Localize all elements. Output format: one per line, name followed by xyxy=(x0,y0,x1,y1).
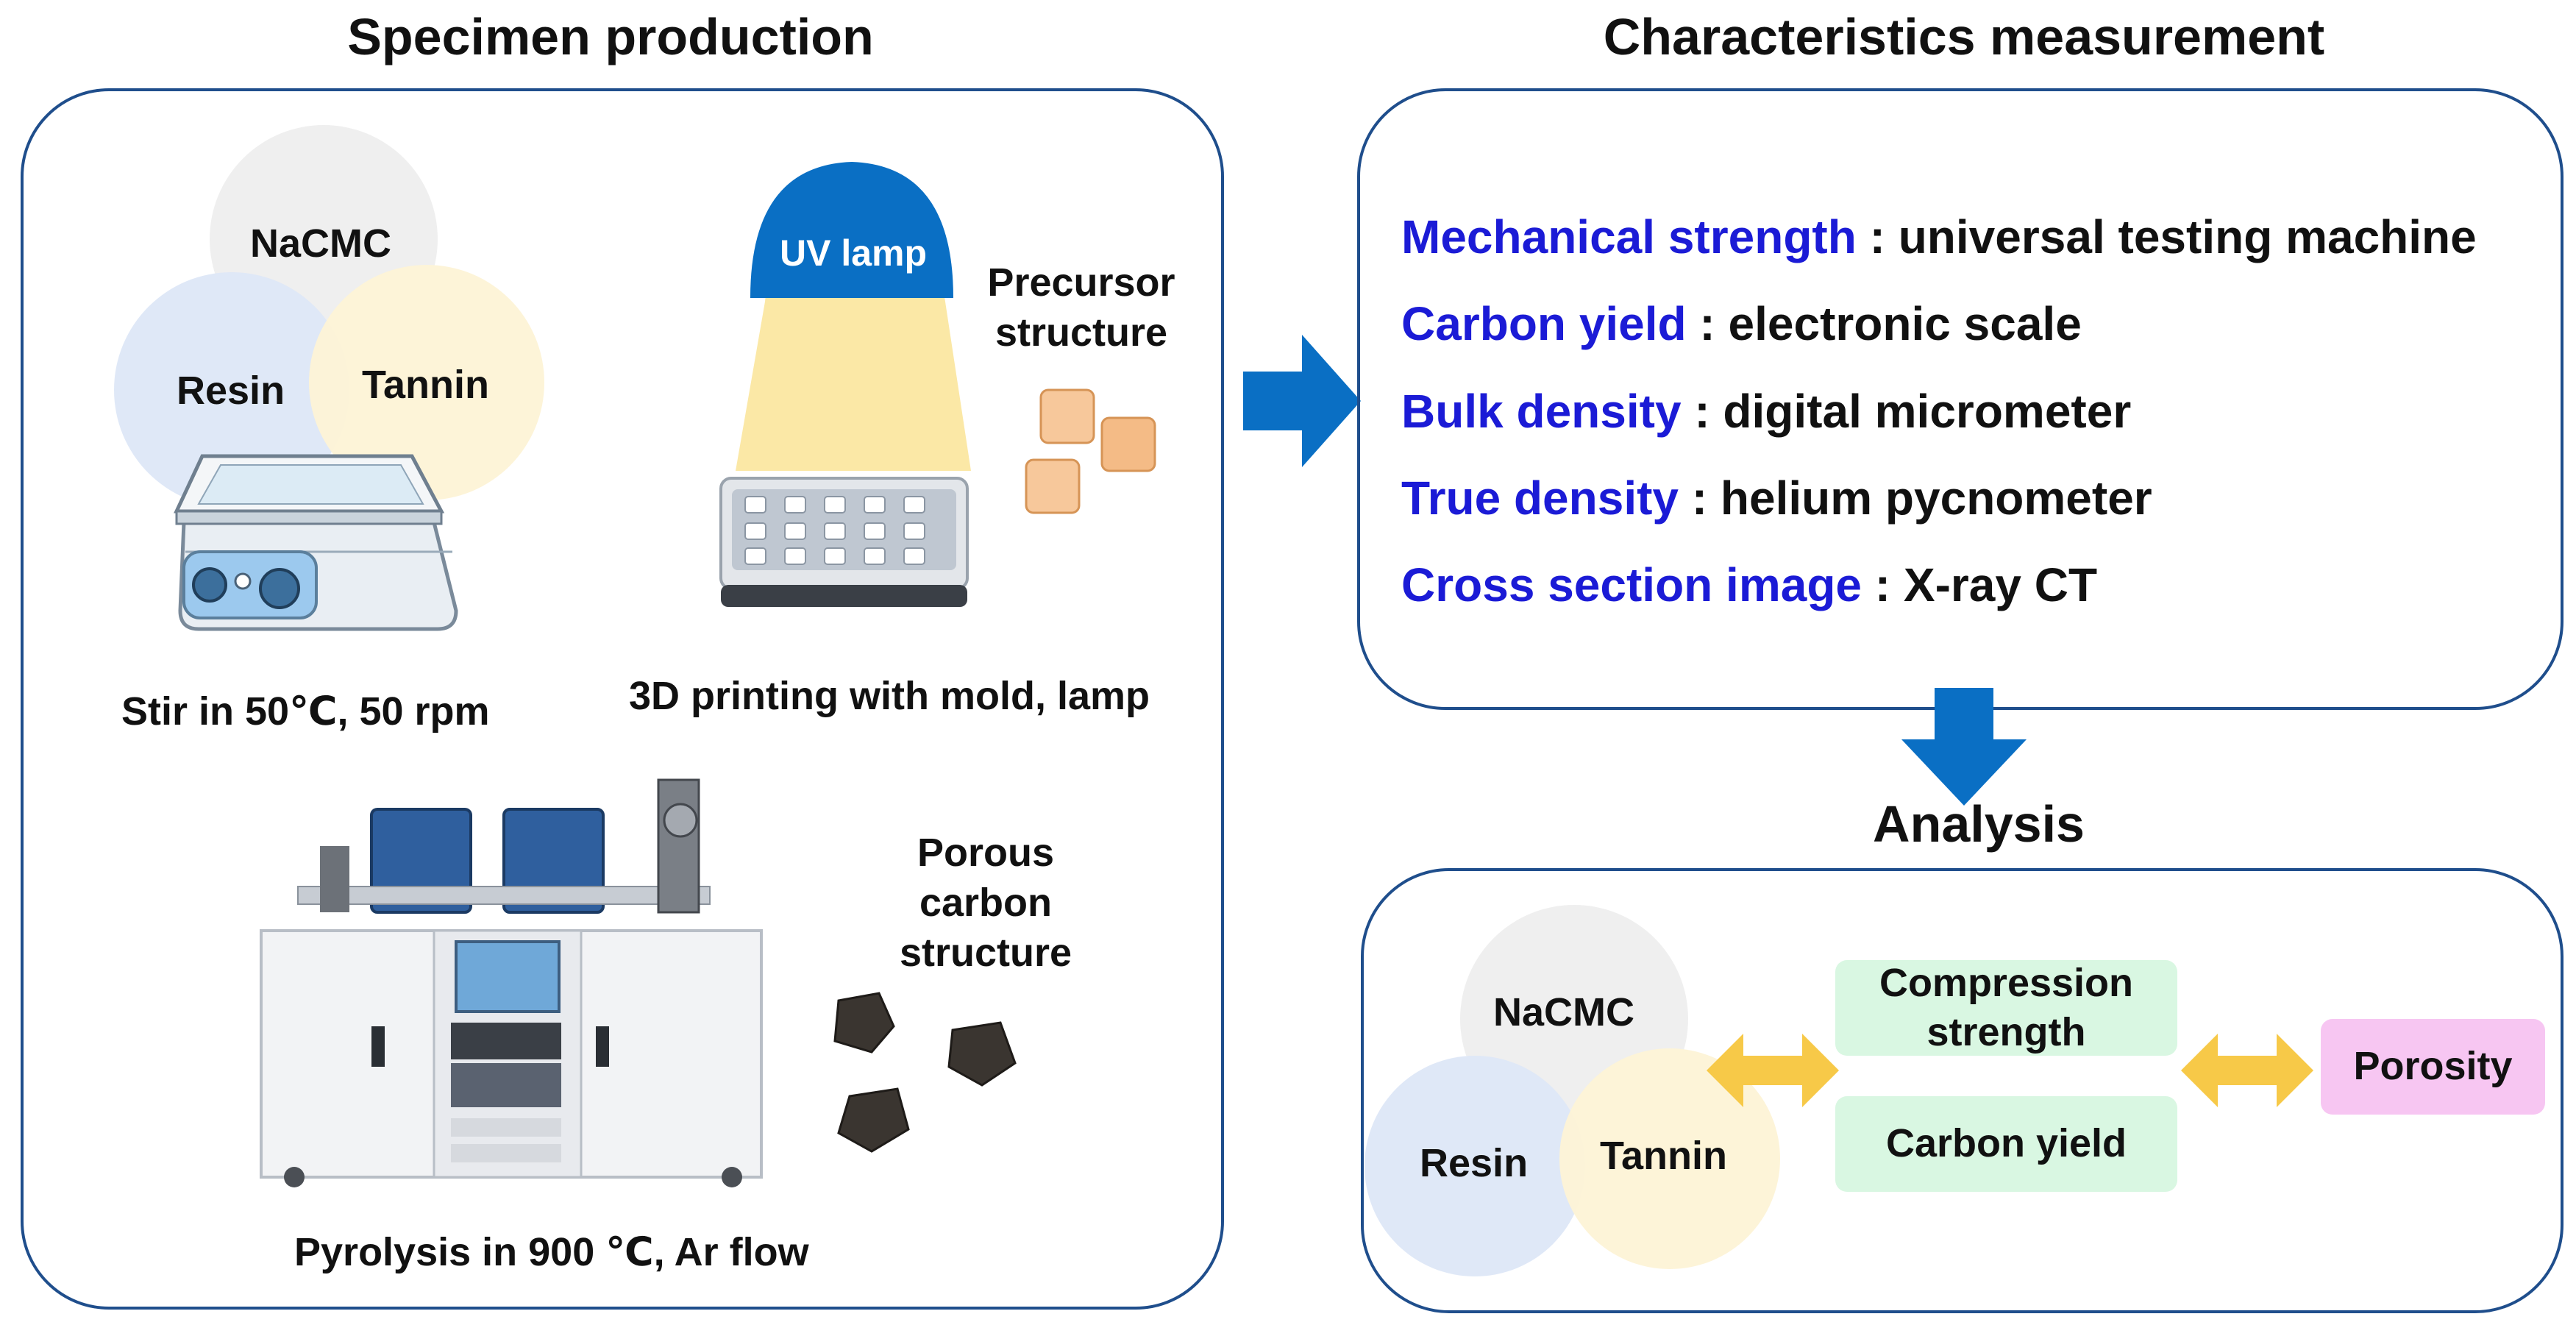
precursor-cubes-icon xyxy=(1025,388,1156,514)
porous-label-line3: structure xyxy=(899,931,1072,975)
measurement-method: X-ray CT xyxy=(1903,558,2098,611)
porosity-box: Porosity xyxy=(2321,1019,2545,1115)
venn-label-resin: Resin xyxy=(177,369,285,413)
measurement-row: True density : helium pycnometer xyxy=(1401,471,2152,525)
characteristics-measurement-title: Characteristics measurement xyxy=(1603,8,2325,65)
porous-carbon-structure-label: Porous carbon structure xyxy=(875,828,1096,978)
analysis-panel xyxy=(1361,868,2563,1313)
precursor-label-line2: structure xyxy=(995,310,1168,355)
stir-caption: Stir in 50℃, 50 rpm xyxy=(121,689,490,733)
carbon-yield-label: Carbon yield xyxy=(1885,1121,2127,1166)
measurement-method: electronic scale xyxy=(1728,297,2082,350)
porous-label-line2: carbon xyxy=(919,881,1053,925)
measurement-property: Carbon yield xyxy=(1401,297,1687,350)
pyrolysis-caption: Pyrolysis in 900 ℃, Ar flow xyxy=(294,1230,809,1274)
precursor-structure-label: Precursor structure xyxy=(986,257,1177,358)
specimen-production-title: Specimen production xyxy=(347,8,874,65)
arrow-right-icon xyxy=(1243,335,1361,467)
analysis-venn-label-tannin: Tannin xyxy=(1600,1134,1727,1178)
uv-lamp-label: UV lamp xyxy=(779,232,928,274)
measurement-row: Bulk density : digital micrometer xyxy=(1401,384,2131,438)
measurement-property: Mechanical strength xyxy=(1401,210,1857,263)
measurement-property: Bulk density xyxy=(1401,385,1682,438)
measurement-separator: : xyxy=(1856,210,1899,263)
precursor-label-line1: Precursor xyxy=(987,260,1175,305)
measurement-property: Cross section image xyxy=(1401,558,1862,611)
measurement-property: True density xyxy=(1401,472,1679,525)
measurement-method: helium pycnometer xyxy=(1720,472,2152,525)
uv-lamp-icon xyxy=(736,162,971,471)
venn-label-nacmc: NaCMC xyxy=(250,221,392,266)
measurement-row: Mechanical strength : universal testing … xyxy=(1401,210,2477,264)
analysis-title: Analysis xyxy=(1873,795,2085,853)
measurement-row: Carbon yield : electronic scale xyxy=(1401,296,2082,351)
venn-label-tannin: Tannin xyxy=(362,363,489,407)
analysis-venn-label-resin: Resin xyxy=(1420,1141,1529,1185)
porous-label-line1: Porous xyxy=(917,831,1055,875)
measurement-separator: : xyxy=(1679,472,1721,525)
double-arrow-icon xyxy=(1707,1034,1839,1107)
specimen-production-panel xyxy=(21,88,1224,1310)
measurement-row: Cross section image : X-ray CT xyxy=(1401,558,2097,612)
measurement-separator: : xyxy=(1862,558,1904,611)
analysis-venn-label-nacmc: NaCMC xyxy=(1493,990,1635,1034)
measurement-separator: : xyxy=(1681,385,1723,438)
compression-line1: Compression xyxy=(1879,960,2134,1005)
compression-strength-box: Compression strength xyxy=(1835,960,2177,1056)
porosity-label: Porosity xyxy=(2353,1044,2513,1089)
measurement-method: digital micrometer xyxy=(1723,385,2132,438)
compression-line2: strength xyxy=(1926,1010,2086,1054)
printing-caption: 3D printing with mold, lamp xyxy=(629,674,1150,718)
mold-tray-icon xyxy=(719,477,969,607)
hot-plate-stirrer-icon xyxy=(174,454,458,631)
arrow-down-icon xyxy=(1901,688,2027,806)
analysis-venn-circle-resin xyxy=(1365,1056,1585,1276)
measurement-separator: : xyxy=(1686,297,1729,350)
carbon-yield-box: Carbon yield xyxy=(1835,1096,2177,1192)
double-arrow-icon xyxy=(2181,1034,2313,1107)
pyrolysis-furnace-icon xyxy=(260,778,763,1187)
porous-carbon-cubes-icon xyxy=(833,992,1017,1153)
measurement-method: universal testing machine xyxy=(1898,210,2477,263)
